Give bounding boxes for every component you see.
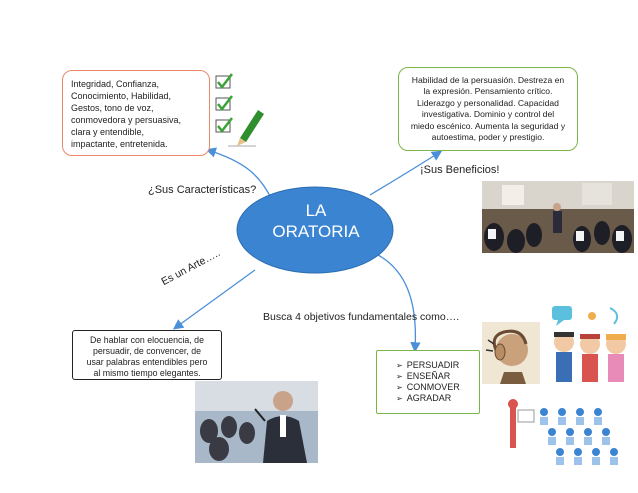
check-arrow-icon: ➢ (396, 361, 403, 370)
objective-item: ➢ENSEÑAR (396, 371, 460, 382)
characteristics-line: Gestos, tono de voz, (71, 103, 154, 113)
check-arrow-icon: ➢ (396, 383, 403, 392)
characteristics-question: ¿Sus Características? (148, 184, 257, 196)
arrow-to-art (172, 269, 256, 330)
benefits-line: investigativa. Dominio y control del (421, 109, 555, 120)
center-title-line1: LA (305, 201, 327, 220)
art-line: De hablar con elocuencia, de (90, 335, 204, 345)
benefits-line: la expresión. Pensamiento crítico. (423, 86, 553, 97)
check-arrow-icon: ➢ (396, 372, 403, 381)
arrow-to-characteristics (205, 147, 273, 201)
characteristics-line: Conocimiento, Habilidad, (71, 91, 172, 101)
characteristics-line: impactante, entretenida. (71, 139, 168, 149)
objective-item: ➢PERSUADIR (396, 360, 460, 371)
checklist-pencil-icon (215, 73, 264, 147)
characteristics-line: Integridad, Confianza, (71, 79, 160, 89)
center-title: LA ORATORIA (258, 200, 374, 242)
art-line: al mismo tiempo elegantes. (93, 368, 201, 378)
speaker-photo (195, 381, 318, 463)
benefits-exclaim: ¡Sus Beneficios! (420, 164, 500, 176)
objective-text: ENSEÑAR (406, 371, 451, 381)
objective-item: ➢AGRADAR (396, 393, 460, 404)
listening-illustration (482, 322, 540, 384)
art-line: persuadir, de convencer, de (92, 346, 202, 356)
benefits-line: Habilidad de la persuasión. Destreza en (411, 75, 565, 85)
objective-item: ➢CONMOVER (396, 382, 460, 393)
benefits-box: Habilidad de la persuasión. Destreza en … (398, 67, 578, 151)
objective-text: CONMOVER (406, 382, 460, 392)
benefits-line: Liderazgo y personalidad. Capacidad (417, 97, 559, 108)
characteristics-line: conmovedora y persuasiva, (71, 115, 182, 125)
arrow-to-objectives (377, 254, 421, 353)
objective-text: AGRADAR (406, 393, 452, 403)
check-arrow-icon: ➢ (396, 394, 403, 403)
objective-text: PERSUADIR (406, 360, 460, 370)
teaching-illustration (508, 399, 618, 465)
benefits-line: autoestima, poder y prestigio. (431, 132, 545, 143)
objectives-list: ➢PERSUADIR ➢ENSEÑAR ➢CONMOVER ➢AGRADAR (396, 360, 460, 404)
characteristics-line: clara y entendible, (71, 127, 145, 137)
benefits-line: miedo escénico. Aumenta la seguridad y (410, 120, 566, 131)
conference-photo (482, 181, 634, 253)
art-box: De hablar con elocuencia, de persuadir, … (72, 330, 222, 380)
objectives-box (376, 350, 480, 414)
objectives-label: Busca 4 objetivos fundamentales como…. (263, 311, 460, 323)
characteristics-box: Integridad, Confianza, Conocimiento, Hab… (62, 70, 210, 156)
center-title-line2: ORATORIA (272, 222, 360, 241)
center-oval (236, 186, 394, 274)
art-line: usar palabras entendibles pero (86, 357, 208, 367)
arrow-to-benefits (369, 150, 443, 196)
people-chat-illustration (552, 306, 626, 382)
